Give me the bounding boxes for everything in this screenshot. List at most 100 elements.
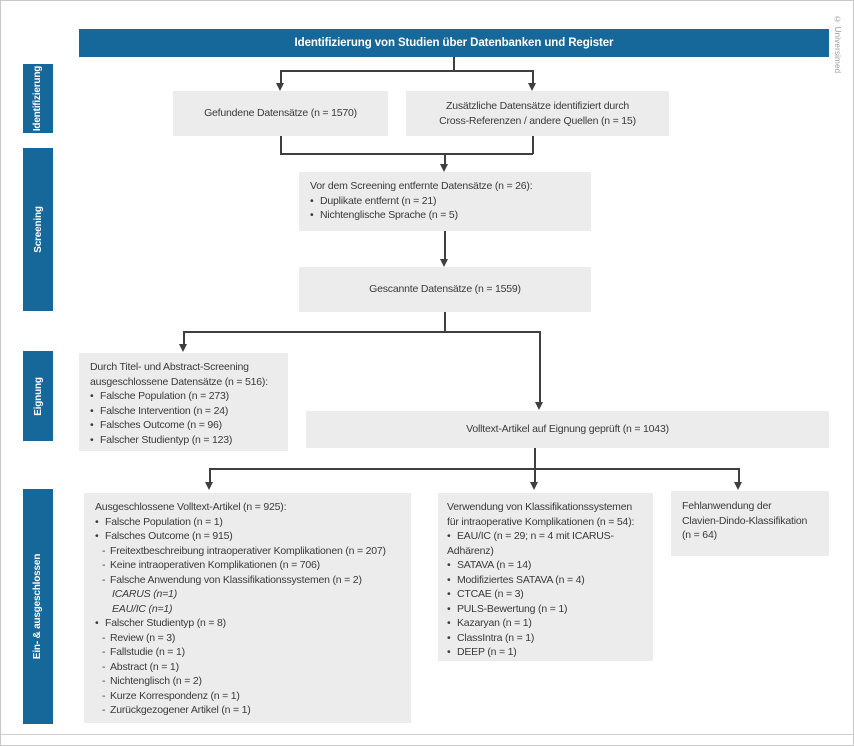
line-text: Volltext-Artikel auf Eignung geprüft (n … [466,423,669,436]
text-line: • SATAVA (n = 14) [447,558,651,573]
text-line: -Keine intraoperativen Komplikationen (n… [95,558,406,573]
line-text: Verwendung von Klassifikationssystemen [447,501,633,513]
arrowhead-down [440,259,448,267]
arrowhead-down [535,402,543,410]
text-line: -Review (n = 3) [95,631,406,646]
diagram-title-bar: Identifizierung von Studien über Datenba… [79,29,829,57]
box-removed-before-screening: Vor dem Screening entfernte Datensätze (… [299,172,591,231]
box-classification-systems: Verwendung von Klassifikationssystemen fü… [438,493,653,661]
line-text: ICARUS (n=1) [112,588,177,600]
text-line: • Falsche Population (n = 273) [90,389,283,404]
connector-line [280,70,282,83]
line-text: Fehlanwendung der [682,500,772,512]
connector-line [444,153,446,164]
connector-line [183,331,185,344]
connector-line [453,57,455,71]
line-text: Modifiziertes SATAVA (n = 4) [457,573,585,586]
text-line: ausgeschlossene Datensätze (n = 516): [90,375,283,390]
bullet-marker: • [90,419,94,431]
line-text: Falscher Studientyp (n = 123) [100,433,233,446]
text-line: Gescannte Datensätze (n = 1559) [369,282,521,297]
text-line: Durch Titel- und Abstract-Screening [90,360,283,375]
line-text: DEEP (n = 1) [457,646,517,658]
text-line: •Falscher Studientyp (n = 8) [95,616,406,631]
line-text: Vor dem Screening entfernte Datensätze (… [310,180,533,192]
line-text: Falsche Intervention (n = 24) [100,404,229,417]
arrowhead-down [734,482,742,490]
bullet-marker: - [102,704,106,716]
line-text: Ausgeschlossene Volltext-Artikel (n = 92… [95,501,287,513]
line-text: Gescannte Datensätze (n = 1559) [369,283,521,296]
line-text: CTCAE (n = 3) [457,588,524,600]
bullet-marker: • [447,530,451,542]
connector-line [281,70,534,72]
box-found-records: Gefundene Datensätze (n = 1570) [173,91,388,136]
text-line: -Falsche Anwendung von Klassifikationssy… [95,573,406,588]
text-line: -Freitextbeschreibung intraoperativer Ko… [95,544,406,559]
line-text: Keine intraoperativen Komplikationen (n … [110,559,320,571]
line-text: ausgeschlossene Datensätze (n = 516): [90,375,268,388]
bullet-marker: - [102,559,106,571]
line-text: Falsche Population (n = 1) [105,515,223,528]
box-fulltext-excluded: Ausgeschlossene Volltext-Artikel (n = 92… [84,493,411,723]
line-text: Falsche Population (n = 273) [100,390,229,402]
arrowhead-down [440,164,448,172]
line-text: (n = 64) [682,529,717,541]
text-line: •Falscher Studientyp (n = 123) [90,433,283,448]
line-text: PULS-Bewertung (n = 1) [457,602,568,615]
bullet-marker: • [447,559,451,571]
text-line: -Fallstudie (n = 1) [95,645,406,660]
stage-label-eignung: Eignung [23,351,53,441]
text-line: •Falsche Intervention (n = 24) [90,404,283,419]
text-line: -Kurze Korrespondenz (n = 1) [95,689,406,704]
text-line: Gefundene Datensätze (n = 1570) [204,106,357,121]
text-line: ICARUS (n=1) [95,587,406,602]
box-scanned-records: Gescannte Datensätze (n = 1559) [299,267,591,312]
text-line: •Kazaryan (n = 1) [447,616,651,631]
line-text: EAU/IC (n=1) [112,602,173,615]
arrowhead-down [205,482,213,490]
line-text: Fallstudie (n = 1) [110,646,185,658]
text-line: Adhärenz) [447,544,651,559]
line-text: Adhärenz) [447,544,494,557]
text-line: •CTCAE (n = 3) [447,587,651,602]
line-text: Clavien-Dindo-Klassifikation [682,514,808,527]
bullet-marker: - [102,631,106,644]
connector-line [444,312,446,332]
text-line: -Nichtenglisch (n = 2) [95,674,406,689]
text-line: Volltext-Artikel auf Eignung geprüft (n … [466,422,669,437]
line-text: Falsches Outcome (n = 96) [100,419,222,431]
stage-label-text: Eignung [32,376,44,416]
text-line: Fehlanwendung der [682,499,824,514]
text-line: Zusätzliche Datensätze identifiziert dur… [446,99,629,114]
text-line: •Duplikate entfernt (n = 21) [310,194,586,209]
stage-label-screening: Screening [23,148,53,311]
bullet-marker: • [90,390,94,402]
connector-line [534,448,536,469]
text-line: •ClassIntra (n = 1) [447,631,651,646]
text-line: Vor dem Screening entfernte Datensätze (… [310,179,586,194]
box-additional-records: Zusätzliche Datensätze identifiziert dur… [406,91,669,136]
line-text: Nichtenglisch (n = 2) [110,675,202,687]
text-line: für intraoperative Komplikationen (n = 5… [447,515,651,530]
connector-line [534,468,536,482]
bullet-marker: • [447,573,451,586]
connector-line [532,70,534,83]
connector-line [209,468,739,470]
bullet-marker: • [95,617,99,629]
arrowhead-down [179,344,187,352]
line-text: für intraoperative Komplikationen (n = 5… [447,515,635,528]
text-line: •Nichtenglische Sprache (n = 5) [310,208,586,223]
bullet-marker: • [95,515,99,528]
text-line: EAU/IC (n=1) [95,602,406,617]
line-text: SATAVA (n = 14) [457,559,532,571]
line-text: Freitextbeschreibung intraoperativer Kom… [110,544,386,557]
line-text: ClassIntra (n = 1) [457,631,535,644]
connector-line [280,153,533,155]
line-text: Cross-Referenzen / andere Quellen (n = 1… [439,114,636,127]
connector-line [738,468,740,482]
connector-line [444,231,446,259]
line-text: EAU/IC (n = 29; n = 4 mit ICARUS- [457,530,614,542]
